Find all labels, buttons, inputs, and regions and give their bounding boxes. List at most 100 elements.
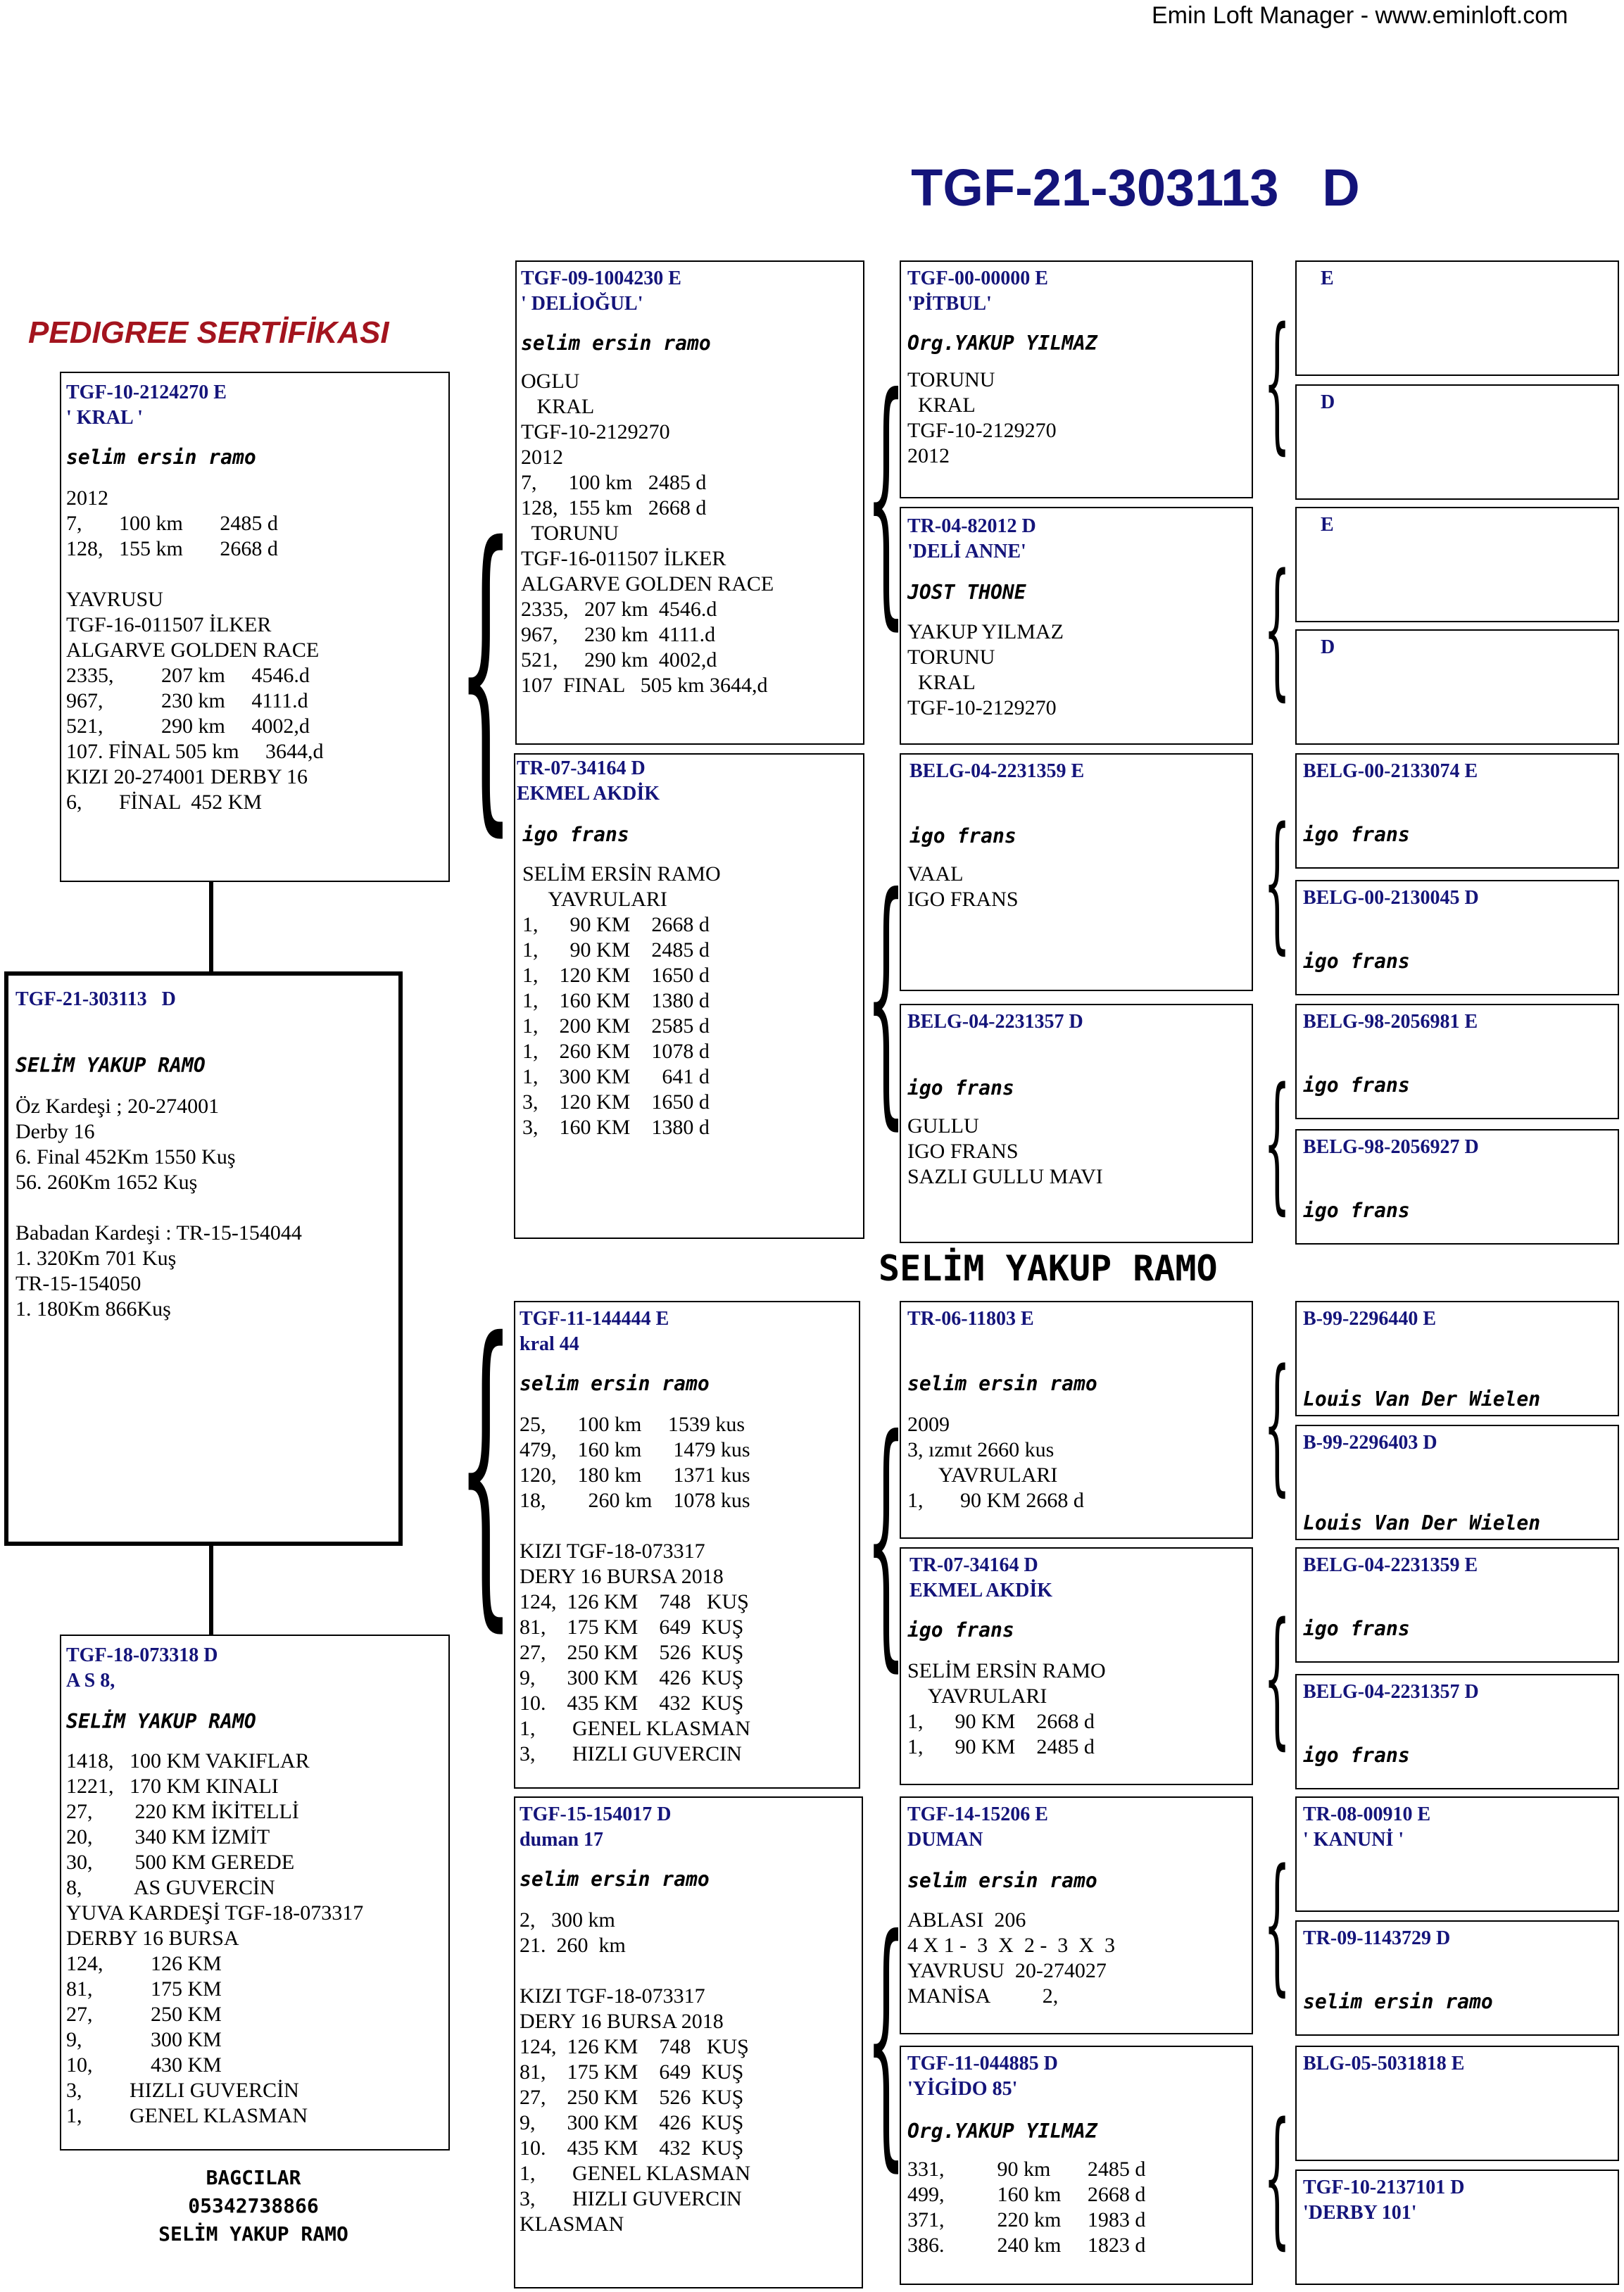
ggp-info: VAAL IGO FRANS bbox=[907, 862, 1019, 911]
gp-name: kral 44 bbox=[520, 1333, 579, 1355]
main-ring-title: TGF-21-303113 D bbox=[882, 93, 1360, 220]
gggp-owner: igo frans bbox=[1303, 950, 1410, 973]
ggp-ring: TGF-00-00000 E bbox=[907, 267, 1048, 289]
gggp-card[interactable]: TR-09-1143729 D selim ersin ramo bbox=[1295, 1920, 1619, 2036]
subject-owner: SELİM YAKUP RAMO bbox=[15, 1054, 206, 1077]
curly-brace: { bbox=[866, 342, 907, 655]
gggp-name: 'DERBY 101' bbox=[1303, 2202, 1417, 2224]
subject-card[interactable]: TGF-21-303113 D SELİM YAKUP RAMO Öz Kard… bbox=[4, 971, 403, 1546]
gggp-ring: BELG-00-2133074 E bbox=[1303, 760, 1478, 782]
curly-brace: { bbox=[1264, 1339, 1291, 1512]
gggp-card[interactable]: BELG-98-2056927 D igo frans bbox=[1295, 1129, 1619, 1245]
gp-owner: selim ersin ramo bbox=[521, 332, 711, 355]
ggp-card[interactable]: BELG-04-2231359 E igo frans VAAL IGO FRA… bbox=[900, 753, 1253, 991]
curly-brace: { bbox=[1264, 2092, 1291, 2265]
sire-connector bbox=[209, 881, 213, 973]
gp-ring: TGF-09-1004230 E bbox=[521, 267, 681, 289]
gp-info: SELİM ERSİN RAMO YAVRULARI 1, 90 KM 2668… bbox=[522, 862, 721, 1139]
dam-info: 1418, 100 KM VAKIFLAR 1221, 170 KM KINAL… bbox=[66, 1749, 364, 2127]
gp-info: 2, 300 km 21. 260 km KIZI TGF-18-073317 … bbox=[520, 1908, 751, 2236]
gp-owner: selim ersin ramo bbox=[520, 1868, 710, 1891]
granddam-paternal-card[interactable]: TR-07-34164 D EKMEL AKDİK igo frans SELİ… bbox=[514, 753, 864, 1239]
ggp-owner: JOST THONE bbox=[907, 581, 1026, 604]
granddam-maternal-card[interactable]: TGF-15-154017 D duman 17 selim ersin ram… bbox=[514, 1796, 863, 2288]
ggp-info: ABLASI 206 4 X 1 - 3 X 2 - 3 X 3 YAVRUSU… bbox=[907, 1908, 1115, 2008]
gggp-ring: B-99-2296403 D bbox=[1303, 1432, 1437, 1454]
ggp-ring: BELG-04-2231359 E bbox=[909, 760, 1085, 782]
gggp-card[interactable]: TR-08-00910 E ' KANUNİ ' bbox=[1295, 1796, 1619, 1912]
gggp-card[interactable]: E bbox=[1295, 260, 1619, 376]
gggp-ring: BELG-98-2056927 D bbox=[1303, 1136, 1479, 1158]
gggp-owner: Louis Van Der Wielen bbox=[1303, 1387, 1541, 1411]
gggp-card[interactable]: BELG-00-2133074 E igo frans bbox=[1295, 753, 1619, 869]
ggp-ring: TR-07-34164 D bbox=[909, 1554, 1038, 1576]
ggp-ring: TGF-11-044885 D bbox=[907, 2053, 1058, 2074]
center-owner-label: SELİM YAKUP RAMO bbox=[879, 1248, 1218, 1289]
ggp-card[interactable]: TGF-00-00000 E 'PİTBUL' Org.YAKUP YILMAZ… bbox=[900, 260, 1253, 498]
gggp-card[interactable]: D bbox=[1295, 629, 1619, 745]
ggp-card[interactable]: BELG-04-2231357 D igo frans GULLU IGO FR… bbox=[900, 1004, 1253, 1243]
gggp-ring: BELG-00-2130045 D bbox=[1303, 887, 1479, 909]
gggp-card[interactable]: TGF-10-2137101 D'DERBY 101' bbox=[1295, 2170, 1619, 2285]
ggp-card[interactable]: TGF-11-044885 D 'YİGİDO 85' Org.YAKUP YI… bbox=[900, 2046, 1253, 2285]
ggp-card[interactable]: TR-06-11803 E selim ersin ramo 2009 3, ı… bbox=[900, 1301, 1253, 1539]
curly-brace: { bbox=[866, 842, 907, 1154]
gggp-card[interactable]: BELG-98-2056981 E igo frans bbox=[1295, 1004, 1619, 1119]
ggp-name: 'YİGİDO 85' bbox=[907, 2078, 1018, 2100]
subject-info: Öz Kardeşi ; 20-274001 Derby 16 6. Final… bbox=[15, 1095, 302, 1321]
gggp-owner: igo frans bbox=[1303, 1073, 1410, 1097]
gggp-ring: E bbox=[1321, 514, 1334, 536]
ggp-ring: TR-04-82012 D bbox=[907, 515, 1036, 537]
gggp-ring: BLG-05-5031818 E bbox=[1303, 2053, 1465, 2074]
gp-ring: TGF-11-144444 E bbox=[520, 1308, 669, 1330]
footer-owner: SELİM YAKUP RAMO bbox=[158, 2222, 348, 2246]
curly-brace: { bbox=[458, 1276, 514, 1660]
curly-brace: { bbox=[1264, 543, 1291, 717]
grandsire-maternal-card[interactable]: TGF-11-144444 E kral 44 selim ersin ramo… bbox=[514, 1301, 860, 1789]
gggp-name: ' KANUNİ ' bbox=[1303, 1829, 1404, 1851]
ggp-ring: TGF-14-15206 E bbox=[907, 1803, 1048, 1825]
ggp-owner: Org.YAKUP YILMAZ bbox=[907, 332, 1097, 355]
ggp-name: DUMAN bbox=[907, 1829, 983, 1851]
curly-brace: { bbox=[1264, 1057, 1291, 1230]
gggp-owner: igo frans bbox=[1303, 1199, 1410, 1222]
gp-owner: selim ersin ramo bbox=[520, 1372, 710, 1395]
gp-owner: igo frans bbox=[522, 823, 629, 846]
ggp-name: EKMEL AKDİK bbox=[909, 1580, 1053, 1601]
ggp-card[interactable]: TGF-14-15206 E DUMAN selim ersin ramo AB… bbox=[900, 1796, 1253, 2034]
dam-owner: SELİM YAKUP RAMO bbox=[66, 1710, 256, 1733]
gggp-ring: TR-09-1143729 D bbox=[1303, 1927, 1451, 1949]
gggp-owner: selim ersin ramo bbox=[1303, 1990, 1493, 2013]
sire-card[interactable]: TGF-10-2124270 E ' KRAL ' selim ersin ra… bbox=[60, 372, 450, 882]
dam-name: A S 8, bbox=[66, 1670, 115, 1692]
gggp-ring: BELG-98-2056981 E bbox=[1303, 1011, 1478, 1033]
dam-card[interactable]: TGF-18-073318 D A S 8, SELİM YAKUP RAMO … bbox=[60, 1635, 450, 2151]
grandsire-paternal-card[interactable]: TGF-09-1004230 E ' DELİOĞUL' selim ersin… bbox=[515, 260, 864, 745]
subject-ring: TGF-21-303113 D bbox=[15, 988, 176, 1010]
gggp-card[interactable]: BLG-05-5031818 E bbox=[1295, 2046, 1619, 2161]
ggp-owner: igo frans bbox=[909, 824, 1016, 848]
gggp-ring: E bbox=[1321, 267, 1334, 289]
gggp-ring: D bbox=[1321, 636, 1335, 658]
gggp-ring: TR-08-00910 E bbox=[1303, 1803, 1431, 1825]
gggp-owner: igo frans bbox=[1303, 823, 1410, 846]
gp-name: duman 17 bbox=[520, 1829, 604, 1851]
gggp-card[interactable]: E bbox=[1295, 507, 1619, 622]
dam-connector bbox=[209, 1544, 213, 1636]
gggp-card[interactable]: BELG-00-2130045 D igo frans bbox=[1295, 880, 1619, 995]
gggp-card[interactable]: D bbox=[1295, 384, 1619, 500]
gp-ring: TR-07-34164 D bbox=[517, 757, 646, 779]
ggp-card[interactable]: TR-07-34164 D EKMEL AKDİK igo frans SELİ… bbox=[900, 1547, 1253, 1785]
gggp-ring: BELG-04-2231357 D bbox=[1303, 1681, 1479, 1703]
curly-brace: { bbox=[1264, 297, 1291, 470]
ggp-card[interactable]: TR-04-82012 D 'DELİ ANNE' JOST THONE YAK… bbox=[900, 507, 1253, 745]
ggp-owner: igo frans bbox=[907, 1618, 1014, 1642]
curly-brace: { bbox=[1264, 1839, 1291, 2012]
ggp-owner: selim ersin ramo bbox=[907, 1372, 1097, 1395]
curly-brace: { bbox=[866, 1384, 907, 1696]
site-credit: Emin Loft Manager - www.eminloft.com bbox=[1152, 2, 1568, 29]
